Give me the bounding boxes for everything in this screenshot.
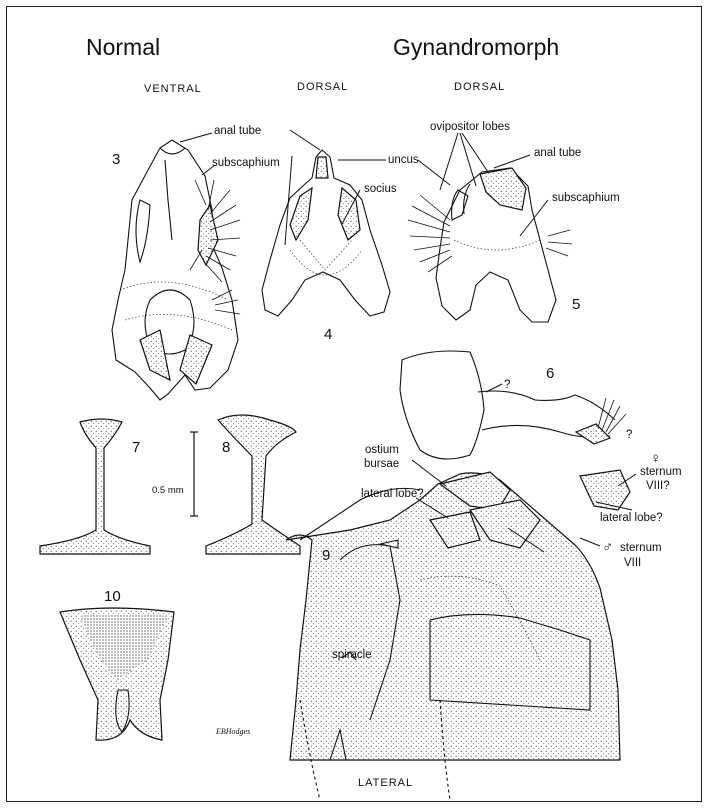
label-lateral-lobe-right: lateral lobe? (600, 513, 663, 525)
view-label-dorsal-normal: DORSAL (297, 82, 348, 93)
figure-number-6: 6 (546, 366, 554, 381)
female-symbol: ♀ (650, 451, 661, 466)
figure-9-lateral-drawing (286, 470, 630, 800)
label-spiracle: spiracle (332, 650, 372, 662)
label-uncus: uncus (388, 155, 419, 167)
label-ovipositor-lobes: ovipositor lobes (430, 122, 510, 134)
label-ostium-line2: bursae (364, 459, 399, 471)
label-socius: socius (364, 184, 397, 196)
label-sternum-viii-line1: sternum (620, 543, 662, 555)
label-sternum-viii-q-line2: VIII? (646, 481, 670, 493)
scale-bar-label: 0.5 mm (152, 486, 184, 496)
label-subscaphium-normal: subscaphium (212, 158, 280, 170)
label-sternum-viii-line2: VIII (624, 558, 641, 570)
male-symbol: ♂ (602, 540, 613, 555)
view-label-lateral: LATERAL (358, 778, 413, 789)
figure-number-5: 5 (572, 297, 580, 312)
label-question-2: ? (626, 430, 632, 442)
header-gynandromorph: Gynandromorph (393, 36, 559, 59)
label-subscaphium-gynandromorph: subscaphium (552, 193, 620, 205)
label-question-1: ? (504, 380, 510, 392)
label-anal-tube-normal: anal tube (214, 126, 261, 138)
figure-number-4: 4 (324, 327, 332, 342)
figure-8-drawing (206, 415, 300, 554)
figure-number-10: 10 (104, 589, 121, 604)
figure-number-7: 7 (132, 440, 140, 455)
scale-bar (190, 432, 198, 516)
label-lateral-lobe-left: lateral lobe? (361, 489, 424, 501)
figure-5-dorsal-gynandromorph-drawing (408, 168, 572, 322)
header-normal: Normal (86, 36, 160, 59)
view-label-dorsal-gynandromorph: DORSAL (454, 82, 505, 93)
figure-6-bursa-drawing (400, 351, 626, 459)
view-label-ventral: VENTRAL (144, 84, 202, 95)
figure-4-dorsal-drawing (262, 150, 390, 316)
label-ostium-line1: ostium (365, 445, 399, 457)
artist-signature: EBHodges (216, 728, 250, 736)
figure-number-9: 9 (322, 548, 330, 563)
figure-number-3: 3 (112, 152, 120, 167)
figure-number-8: 8 (222, 440, 230, 455)
figure-3-ventral-drawing (112, 140, 240, 400)
label-anal-tube-gynandromorph: anal tube (534, 148, 581, 160)
label-sternum-viii-q-line1: sternum (640, 467, 682, 479)
